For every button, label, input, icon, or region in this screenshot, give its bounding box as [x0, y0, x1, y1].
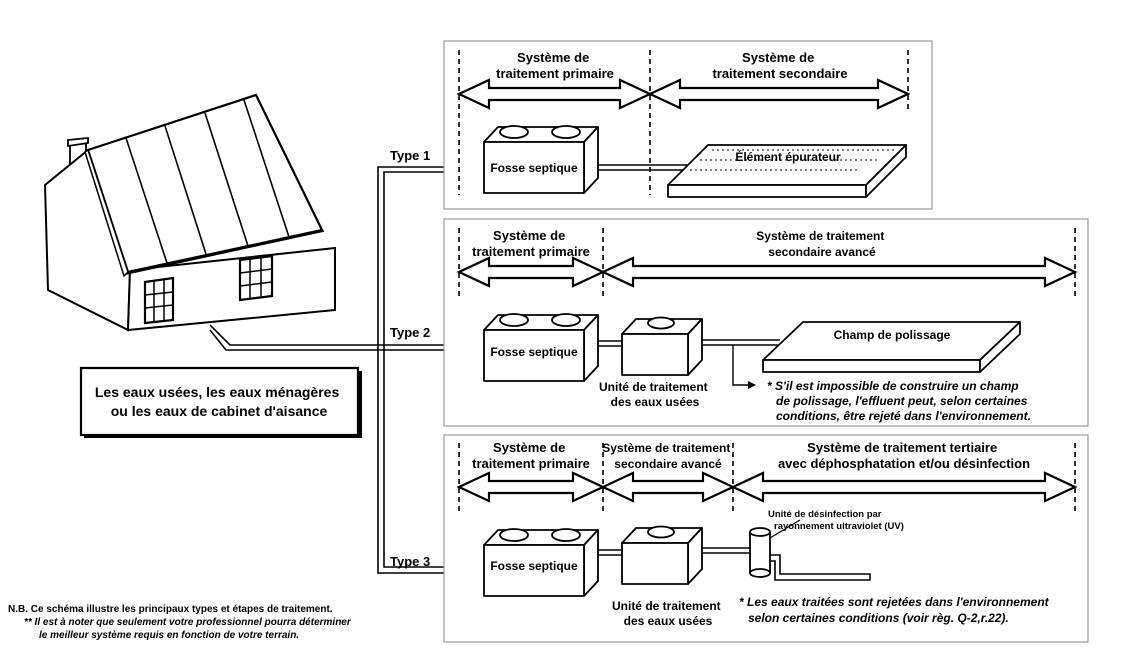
- svg-text:Unité de traitement de: Unité de traitement des eaux usées: [612, 599, 724, 628]
- house-caption-line: ou les eaux de cabinet d'aisance: [111, 403, 328, 419]
- svg-text:* S'il est impossible de const: * S'il est impossible de construire un c…: [767, 379, 1031, 423]
- svg-text:Système de traitement pr: Système de traitement primaire: [472, 228, 590, 259]
- svg-text:Système de traitement se: Système de traitement secondaire: [712, 50, 847, 81]
- type1-primary-header: Système de: [517, 50, 589, 65]
- type2-polishing-field: Champ de polissage: [762, 321, 1021, 373]
- svg-text:Système de traitement se: Système de traitement secondaire avancé: [602, 441, 733, 471]
- type2-primary-header: Système de: [493, 228, 565, 243]
- type3-unit-label: Unité de traitement: [612, 599, 721, 613]
- house-caption-line: Les eaux usées, les eaux ménagères: [95, 384, 340, 400]
- type2-primary-header: traitement primaire: [472, 244, 590, 259]
- type2-panel: Système de traitement primaire Système d…: [443, 218, 1089, 427]
- svg-text:Unité de désinfection par: Unité de désinfection par rayonnement ul…: [768, 509, 904, 532]
- svg-text:N.B. Ce schéma illustre les pr: N.B. Ce schéma illustre les principaux t…: [8, 604, 333, 615]
- type3-treatment-unit: Unité de traitement des eaux usées: [612, 525, 724, 628]
- type1-primary-header: traitement primaire: [496, 66, 614, 81]
- type3-primary-header: Système de: [493, 440, 565, 455]
- house-window: [143, 276, 175, 325]
- type2-secondary-range-arrow: [600, 256, 1078, 288]
- type2-septic-tank: Fosse septique: [483, 313, 599, 382]
- footnote: N.B. Ce schéma illustre les principaux t…: [8, 604, 354, 641]
- svg-text:Système de traitement pr: Système de traitement primaire: [496, 50, 614, 81]
- type2-label: Type 2: [390, 325, 430, 340]
- type3-note-line: * Les eaux traitées sont rejetées dans l…: [739, 595, 1050, 609]
- type2-unit-label: des eaux usées: [611, 395, 700, 409]
- type3-uv-disinfection-unit: Unité de désinfection par rayonnement ul…: [749, 509, 904, 581]
- type3-unit-label: des eaux usées: [624, 614, 713, 628]
- footnote-line: N.B. Ce schéma illustre les principaux t…: [8, 604, 333, 615]
- svg-text:Système de traitement pr: Système de traitement primaire: [472, 440, 590, 471]
- footnote-line: le meilleur système requis en fonction d…: [39, 630, 299, 641]
- type3-tertiary-header: avec déphosphatation et/ou désinfection: [778, 456, 1030, 471]
- house-window: [238, 254, 274, 302]
- svg-text:Système de traitement tertiair: Système de traitement tertiaire avec dép…: [778, 440, 1030, 471]
- type3-tank-label: Fosse septique: [490, 559, 578, 573]
- type3-label: Type 3: [390, 554, 430, 569]
- type1-tank-label: Fosse septique: [490, 161, 578, 175]
- type3-panel: Système de traitement primaire Système d…: [443, 434, 1089, 643]
- type1-secondary-header: Système de: [742, 50, 814, 65]
- type1-label: Type 1: [390, 148, 430, 163]
- svg-text:Unité de traitement de: Unité de traitement des eaux usées: [599, 380, 711, 409]
- type2-bypass-arrow: [732, 345, 748, 386]
- type3-secondary-header: secondaire avancé: [614, 457, 722, 471]
- type2-secondary-header: secondaire avancé: [768, 245, 876, 259]
- type3-connecting-pipe: [702, 547, 750, 554]
- type1-panel: Système de traitement primaire Système d…: [443, 40, 933, 210]
- type3-uv-label: Unité de désinfection par: [768, 509, 882, 520]
- type3-tertiary-range-arrow: [730, 471, 1078, 503]
- type2-note-line: conditions, être rejeté dans l'environne…: [776, 409, 1031, 423]
- type2-note-line: * S'il est impossible de construire un c…: [767, 379, 1019, 393]
- type2-note-line: de polissage, l'effluent peut, selon cer…: [776, 394, 1028, 408]
- type3-septic-tank: Fosse septique: [483, 528, 599, 597]
- distribution-pipe: [377, 166, 484, 574]
- svg-text:Système de traitement se: Système de traitement secondaire avancé: [756, 229, 887, 259]
- footnote-line: ** Il est à noter que seulement votre pr…: [24, 617, 352, 628]
- house-caption-box: Les eaux usées, les eaux ménagères ou le…: [79, 366, 362, 438]
- type3-primary-header: traitement primaire: [472, 456, 590, 471]
- type1-septic-tank: Fosse septique: [483, 125, 599, 194]
- type2-secondary-header: Système de traitement: [756, 229, 884, 243]
- type3-uv-label: rayonnement ultraviolet (UV): [774, 521, 904, 532]
- house-outflow-pipe: [209, 324, 484, 351]
- house-illustration: [43, 93, 336, 332]
- svg-text:Les eaux usées, les eaux ménag: Les eaux usées, les eaux ménagères ou le…: [95, 384, 343, 419]
- type3-tertiary-header: Système de traitement tertiaire: [807, 440, 997, 455]
- type1-secondary-range-arrow: [647, 78, 911, 110]
- type2-field-label: Champ de polissage: [834, 328, 951, 342]
- type1-field-label: Élément épurateur: [735, 149, 841, 164]
- type2-unit-label: Unité de traitement: [599, 380, 708, 394]
- type1-leach-field: Élément épurateur: [667, 144, 907, 198]
- type3-secondary-header: Système de traitement: [602, 441, 730, 455]
- svg-text:* Les eaux traitées sont rejet: * Les eaux traitées sont rejetées dans l…: [739, 595, 1052, 625]
- type1-secondary-header: traitement secondaire: [712, 66, 847, 81]
- type2-connecting-pipe: [702, 339, 780, 346]
- type3-note-line: selon certaines conditions (voir règ. Q-…: [748, 611, 1009, 625]
- svg-text:** Il est à noter que seulemen: ** Il est à noter que seulement votre pr…: [24, 617, 354, 641]
- type2-treatment-unit: Unité de traitement des eaux usées: [599, 316, 711, 409]
- type2-tank-label: Fosse septique: [490, 345, 578, 359]
